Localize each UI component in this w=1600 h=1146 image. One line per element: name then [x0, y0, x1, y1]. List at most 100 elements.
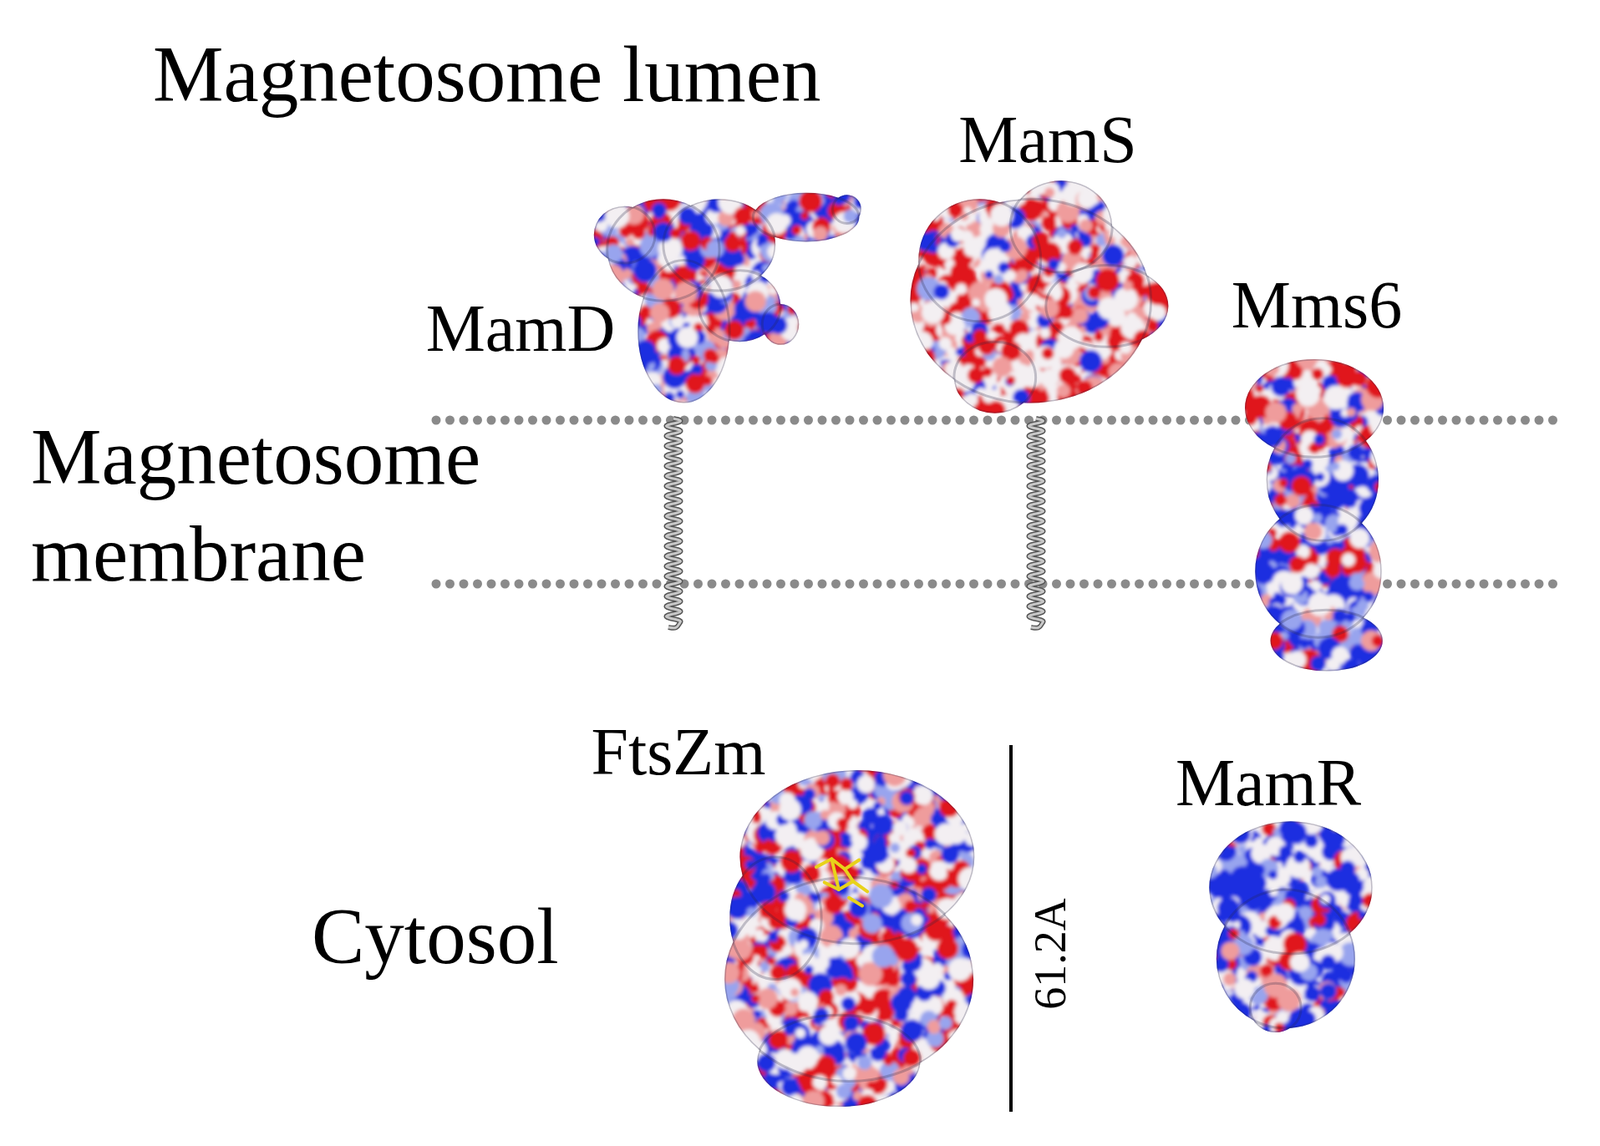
surface-patch	[1136, 223, 1159, 246]
surface-patch	[1093, 331, 1104, 342]
surface-patch	[944, 394, 955, 406]
surface-patch	[706, 239, 725, 258]
surface-patch	[833, 320, 849, 336]
surface-patch	[741, 354, 766, 378]
surface-patch	[909, 203, 920, 214]
surface-patch	[816, 264, 826, 274]
surface-patch	[1097, 396, 1111, 410]
surface-patch	[616, 342, 634, 360]
surface-patch	[797, 292, 808, 303]
surface-patch	[604, 195, 615, 207]
surface-patch	[742, 363, 757, 377]
surface-patch	[920, 369, 945, 393]
surface-patch	[616, 372, 640, 397]
surface-patch	[841, 351, 856, 366]
surface-patch	[929, 201, 938, 210]
surface-patch	[650, 303, 670, 323]
surface-patch	[723, 391, 732, 401]
surface-patch	[850, 342, 860, 352]
surface-patch	[1141, 249, 1150, 259]
surface-patch	[1107, 174, 1132, 199]
surface-patch	[846, 358, 867, 379]
surface-patch	[827, 249, 847, 269]
surface-patch	[801, 276, 814, 290]
surface-patch	[834, 288, 854, 307]
surface-patch	[807, 324, 819, 336]
surface-patch	[812, 298, 832, 317]
surface-patch	[827, 375, 839, 387]
surface-patch	[831, 250, 853, 272]
surface-patch	[786, 386, 799, 399]
surface-patch	[638, 388, 653, 403]
surface-patch	[756, 233, 768, 245]
surface-patch	[1150, 213, 1169, 233]
surface-patch	[833, 390, 844, 401]
surface-patch	[775, 244, 789, 259]
surface-patch	[706, 385, 717, 396]
surface-patch	[1132, 370, 1148, 387]
surface-patch	[746, 379, 763, 396]
surface-patch	[908, 401, 925, 418]
surface-patch	[795, 354, 805, 364]
surface-patch	[1112, 393, 1135, 417]
surface-patch	[975, 176, 988, 188]
surface-patch	[774, 349, 797, 371]
surface-patch	[625, 323, 637, 335]
surface-patch	[1099, 386, 1115, 402]
surface-patch	[667, 356, 686, 376]
surface-patch	[1155, 332, 1165, 342]
surface-patch	[775, 272, 792, 289]
surface-patch	[618, 314, 629, 325]
surface-patch	[835, 383, 858, 406]
surface-patch	[835, 355, 845, 366]
surface-patch	[602, 377, 622, 397]
surface-patch	[803, 314, 817, 327]
surface-patch	[754, 376, 767, 390]
surface-patch	[1155, 188, 1168, 201]
surface-patch	[944, 390, 959, 404]
surface-patch	[837, 335, 854, 352]
surface-patch	[640, 386, 660, 406]
surface-patch	[904, 176, 924, 195]
surface-patch	[834, 336, 849, 351]
surface-patch	[600, 264, 625, 289]
surface-patch	[906, 377, 928, 399]
surface-patch	[789, 388, 803, 402]
helix-group	[665, 418, 1043, 629]
surface-patch	[1040, 400, 1061, 421]
surface-rim	[833, 194, 862, 224]
surface-patch	[817, 318, 843, 343]
surface-patch	[917, 394, 937, 414]
surface-patch	[719, 187, 731, 199]
surface-patch	[1122, 385, 1143, 406]
surface-patch	[680, 230, 701, 251]
surface-patch	[810, 287, 819, 296]
surface-patch	[726, 360, 740, 374]
surface-patch	[802, 308, 816, 321]
surface-patch	[836, 311, 846, 321]
surface-patch	[604, 191, 615, 202]
surface-patch	[839, 314, 851, 326]
surface-patch	[620, 304, 636, 320]
surface-patch	[1157, 245, 1169, 258]
surface-patch	[794, 243, 812, 261]
surface-patch	[909, 380, 921, 393]
surface-patch	[1147, 336, 1172, 361]
surface-patch	[794, 395, 804, 405]
surface-patch	[1146, 223, 1160, 237]
surface-patch	[705, 384, 725, 404]
surface-patch	[1113, 209, 1128, 224]
surface-patch	[930, 384, 955, 408]
surface-patch	[1149, 330, 1173, 354]
surface-patch	[1079, 394, 1094, 409]
surface-patch	[584, 198, 608, 222]
surface-patch	[825, 356, 842, 373]
surface-patch	[829, 371, 848, 390]
surface-patch	[782, 250, 796, 264]
surface-patch	[766, 359, 791, 383]
surface-patch	[746, 355, 760, 368]
surface-patch	[844, 300, 864, 320]
surface-patch	[794, 382, 807, 395]
surface-patch	[773, 247, 795, 269]
